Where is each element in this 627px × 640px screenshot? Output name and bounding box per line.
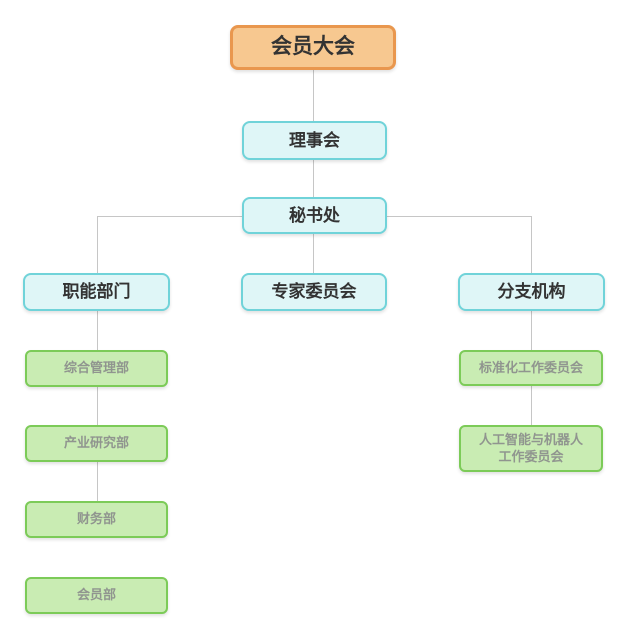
node-branch-orgs: 分支机构 (458, 273, 605, 311)
node-member-assembly-label: 会员大会 (271, 35, 355, 59)
connector-functional-general (97, 311, 98, 350)
connector-secretariat-right-horizontal (387, 216, 531, 217)
node-council-label: 理事会 (289, 130, 340, 150)
connector-branch-standardization (531, 311, 532, 350)
connector-standardization-airobotics (531, 385, 532, 425)
node-membership-dept-label: 会员部 (76, 587, 116, 603)
connector-secretariat-left-horizontal (97, 216, 242, 217)
connector-secretariat-branch (531, 216, 532, 273)
node-general-management-dept: 综合管理部 (25, 350, 168, 387)
node-functional-depts: 职能部门 (23, 273, 170, 311)
connector-secretariat-functional (97, 216, 98, 273)
connector-secretariat-expert (313, 234, 314, 273)
connector-industry-finance (97, 462, 98, 502)
node-expert-committee: 专家委员会 (241, 273, 387, 311)
node-secretariat-label: 秘书处 (289, 205, 340, 225)
node-industry-research-dept: 产业研究部 (25, 425, 168, 462)
node-functional-depts-label: 职能部门 (62, 282, 131, 302)
node-council: 理事会 (242, 121, 387, 160)
node-ai-robotics-committee-label: 人工智能与机器人 工作委员会 (478, 432, 583, 464)
node-finance-dept-label: 财务部 (76, 511, 116, 527)
node-member-assembly: 会员大会 (230, 25, 396, 70)
node-standardization-committee: 标准化工作委员会 (459, 350, 603, 386)
node-expert-committee-label: 专家委员会 (271, 282, 357, 302)
connector-assembly-council (313, 70, 314, 122)
node-membership-dept: 会员部 (25, 577, 168, 614)
node-finance-dept: 财务部 (25, 501, 168, 538)
node-ai-robotics-committee: 人工智能与机器人 工作委员会 (459, 425, 603, 472)
node-industry-research-dept-label: 产业研究部 (63, 435, 129, 451)
node-general-management-dept-label: 综合管理部 (63, 360, 129, 376)
node-branch-orgs-label: 分支机构 (497, 282, 566, 302)
connector-council-secretariat (313, 160, 314, 197)
connector-general-industry (97, 387, 98, 425)
node-standardization-committee-label: 标准化工作委员会 (478, 359, 583, 375)
node-secretariat: 秘书处 (242, 197, 387, 234)
